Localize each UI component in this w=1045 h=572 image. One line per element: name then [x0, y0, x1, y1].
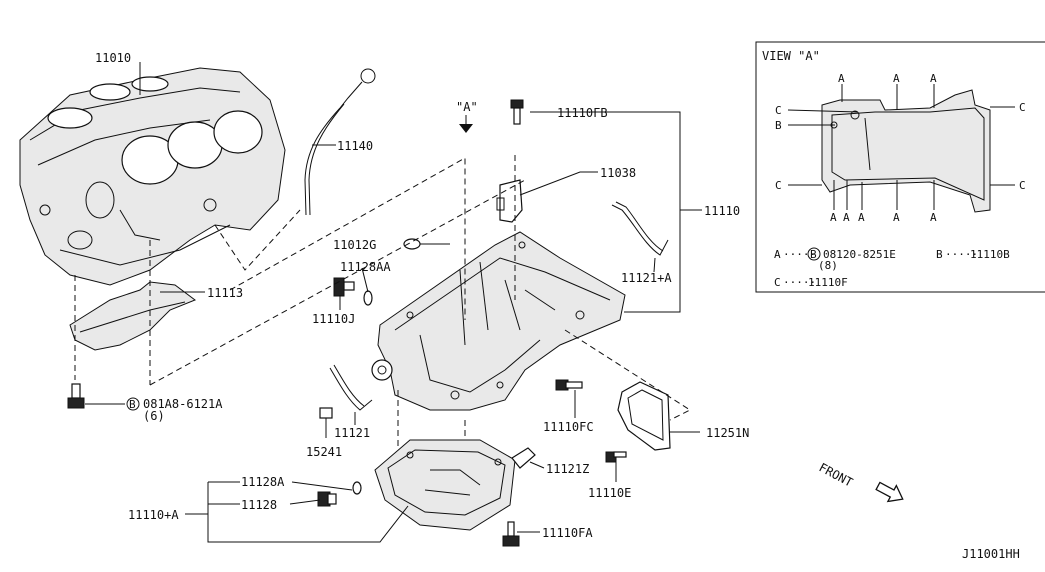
label-11121: 11121	[334, 426, 370, 440]
label-11128a: 11128A	[241, 475, 285, 489]
gasket-11121z-illustration	[511, 447, 536, 469]
label-11251n: 11251N	[706, 426, 749, 440]
strainer-illustration	[496, 179, 523, 223]
view-a-marker-a2: A	[893, 72, 900, 85]
bolt-081a8-illustration	[67, 383, 85, 409]
view-a-marker-a4: A	[830, 211, 837, 224]
view-a-marker-a7: A	[893, 211, 900, 224]
label-bolt-qty: (6)	[143, 409, 165, 423]
label-11121z: 11121Z	[546, 462, 589, 476]
legend-a-key: A	[774, 248, 781, 261]
dipstick-illustration	[304, 68, 376, 216]
bolt-circle-icon	[126, 397, 140, 411]
label-11121a: 11121+A	[621, 271, 672, 285]
label-11110: 11110	[704, 204, 740, 218]
legend-c-key: C	[774, 276, 781, 289]
legend-b-dots: ·····	[945, 248, 978, 261]
view-a-marker-c2: C	[775, 179, 782, 192]
upper-oil-pan-illustration	[371, 231, 626, 411]
view-a-marker-a8: A	[930, 211, 937, 224]
bolt-11110j-illustration	[333, 277, 373, 306]
leader-lines	[85, 62, 702, 543]
view-a-labels: VIEW "A" A A A C B C C C A A A A A A ···…	[762, 49, 1026, 289]
diagram-code: J11001HH	[962, 547, 1020, 561]
view-a-marker-c1: C	[775, 104, 782, 117]
plug-11012g-illustration	[403, 238, 421, 250]
label-081a8: 081A8-6121A	[143, 397, 223, 411]
view-a-marker-b1: B	[775, 119, 782, 132]
legend-a-qty: (8)	[818, 259, 838, 272]
view-a-title: VIEW "A"	[762, 49, 820, 63]
label-11038: 11038	[600, 166, 636, 180]
front-arrow	[875, 481, 904, 503]
legend-b-key: B	[936, 248, 943, 261]
label-11012g: 11012G	[333, 238, 376, 252]
label-11110fc: 11110FC	[543, 420, 594, 434]
label-11010: 11010	[95, 51, 131, 65]
engine-block-illustration	[19, 67, 286, 286]
view-a-marker-a5: A	[843, 211, 850, 224]
legend-a-value: 08120-8251E	[823, 248, 896, 261]
bolt-11110fc-illustration	[555, 379, 583, 391]
view-a-pan-outline	[821, 89, 991, 213]
view-a-marker-a6: A	[858, 211, 865, 224]
legend-b-value: 11110B	[970, 248, 1010, 261]
view-a-marker-c4: C	[1019, 179, 1026, 192]
front-label: FRONT	[817, 460, 855, 489]
bolt-11110e-illustration	[605, 451, 627, 463]
legend-a-circle-letter: B	[810, 248, 817, 261]
label-11110fb: 11110FB	[557, 106, 608, 120]
bolt-11110fa-illustration	[502, 521, 520, 547]
drain-plug-illustration	[317, 481, 362, 507]
legend-c-value: 11110F	[808, 276, 848, 289]
gasket-11251n-illustration	[617, 381, 671, 451]
label-11110j: 11110J	[312, 312, 355, 326]
label-11128aa: 11128AA	[340, 260, 391, 274]
label-11110fa: 11110FA	[542, 526, 593, 540]
pin-15241-illustration	[319, 407, 333, 419]
label-11113: 11113	[207, 286, 243, 300]
legend-c-dots: ·····	[783, 276, 816, 289]
label-11128: 11128	[241, 498, 277, 512]
lower-oil-pan-illustration	[374, 439, 516, 531]
gasket-11121a-illustration	[611, 204, 669, 256]
view-a-marker-a1: A	[838, 72, 845, 85]
label-15241: 15241	[306, 445, 342, 459]
view-a-arrow	[459, 115, 473, 133]
view-a-frame	[755, 41, 1045, 293]
legend-a-dots: ·····	[783, 248, 816, 261]
label-11110a: 11110+A	[128, 508, 179, 522]
bolt-11110fb-illustration	[510, 99, 524, 125]
label-11110e: 11110E	[588, 486, 631, 500]
view-a-arrow-label: "A"	[456, 100, 478, 114]
label-bolt-circle: B	[129, 398, 136, 411]
legend-a-circle	[807, 247, 821, 261]
view-a-marker-c3: C	[1019, 101, 1026, 114]
gasket-11121-illustration	[329, 367, 373, 411]
view-a-marker-a3: A	[930, 72, 937, 85]
dashed-guides	[74, 155, 692, 450]
label-11140: 11140	[337, 139, 373, 153]
view-a-marker-lines	[787, 84, 1015, 210]
